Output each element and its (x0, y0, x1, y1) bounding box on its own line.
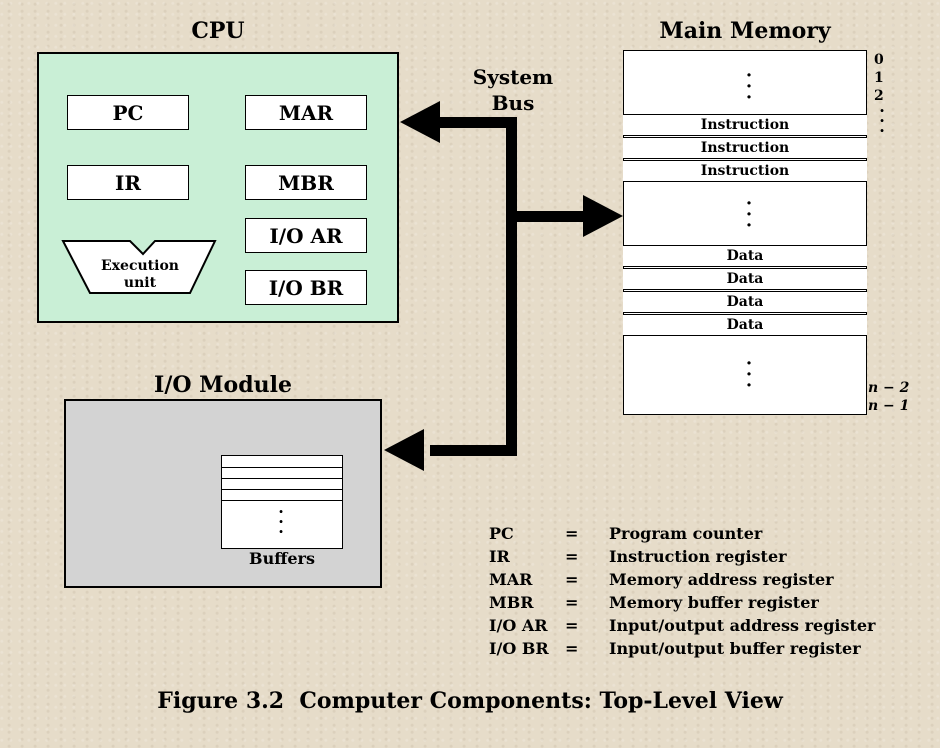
execution-unit-label-line1: Execution (101, 258, 179, 274)
execution-unit-label-line2: unit (123, 275, 157, 291)
buffers-label: Buffers (249, 549, 315, 568)
system-bus-label-line1: System (472, 65, 554, 89)
io-module-title: I/O Module (154, 372, 292, 398)
legend-meaning: Memory address register (609, 570, 834, 589)
buffer-divider (221, 478, 343, 479)
memory-address-2: 2 (874, 88, 884, 104)
legend-meaning: Input/output address register (609, 616, 876, 635)
figure-caption: Figure 3.2 Computer Components: Top-Leve… (157, 688, 783, 714)
memory-instruction-row: Instruction (623, 137, 867, 159)
io-ar-register: I/O AR (245, 218, 367, 253)
mbr-register: MBR (245, 165, 367, 200)
legend-row: I/O AR = Input/output address register (488, 614, 876, 637)
memory-instruction-row: Instruction (623, 160, 867, 182)
memory-address-0: 0 (874, 52, 884, 68)
memory-ellipsis-middle: ··· (745, 193, 753, 236)
main-memory-title: Main Memory (659, 18, 831, 44)
legend-row: I/O BR = Input/output buffer register (488, 637, 876, 660)
buffer-divider (221, 489, 343, 490)
arrow-to-io (384, 429, 424, 471)
legend-row: IR = Instruction register (488, 545, 876, 568)
ir-register: IR (67, 165, 189, 200)
buffers-ellipsis: ··· (278, 502, 284, 541)
memory-data-row: Data (623, 245, 867, 267)
bus-memory-horizontal (506, 211, 592, 222)
legend-equals: = (565, 570, 579, 589)
legend-abbr: IR (489, 547, 510, 566)
pc-register: PC (67, 95, 189, 130)
legend-table: PC = Program counter IR = Instruction re… (488, 522, 876, 660)
bus-bottom-horizontal (430, 445, 517, 456)
buffer-divider (221, 500, 343, 501)
io-br-register: I/O BR (245, 270, 367, 305)
legend-meaning: Input/output buffer register (609, 639, 861, 658)
legend-row: MAR = Memory address register (488, 568, 876, 591)
memory-data-row: Data (623, 291, 867, 313)
legend-equals: = (565, 639, 579, 658)
legend-row: PC = Program counter (488, 522, 876, 545)
memory-data-row: Data (623, 268, 867, 290)
memory-data-row: Data (623, 314, 867, 336)
legend-meaning: Instruction register (609, 547, 787, 566)
memory-ellipsis-bottom: ··· (745, 353, 753, 396)
legend-abbr: I/O AR (489, 616, 548, 635)
execution-unit-label: Execution unit (85, 258, 195, 292)
legend-equals: = (565, 593, 579, 612)
memory-address-1: 1 (874, 70, 884, 86)
bus-vertical-line (506, 117, 517, 456)
legend-meaning: Memory buffer register (609, 593, 819, 612)
mar-register: MAR (245, 95, 367, 130)
legend: PC = Program counter IR = Instruction re… (488, 522, 876, 660)
legend-abbr: MBR (489, 593, 534, 612)
bus-top-horizontal (430, 117, 517, 128)
buffer-divider (221, 467, 343, 468)
execution-unit-shape (61, 240, 217, 294)
legend-equals: = (565, 524, 579, 543)
legend-abbr: I/O BR (489, 639, 549, 658)
memory-address-n-minus-2: n − 2 (868, 380, 910, 396)
system-bus-label: System Bus (458, 64, 568, 116)
legend-row: MBR = Memory buffer register (488, 591, 876, 614)
system-bus-label-line2: Bus (491, 91, 535, 115)
memory-address-ellipsis: ··· (879, 101, 885, 140)
memory-address-n-minus-1: n − 1 (868, 398, 910, 414)
legend-equals: = (565, 547, 579, 566)
arrow-to-memory (583, 195, 623, 237)
legend-meaning: Program counter (609, 524, 763, 543)
legend-equals: = (565, 616, 579, 635)
legend-abbr: PC (489, 524, 514, 543)
memory-ellipsis-top: ··· (745, 65, 753, 108)
legend-abbr: MAR (489, 570, 533, 589)
cpu-title: CPU (191, 18, 245, 44)
arrow-to-cpu (400, 101, 440, 143)
main-memory-box (623, 50, 867, 415)
memory-instruction-row: Instruction (623, 114, 867, 136)
buffers-box (221, 455, 343, 549)
